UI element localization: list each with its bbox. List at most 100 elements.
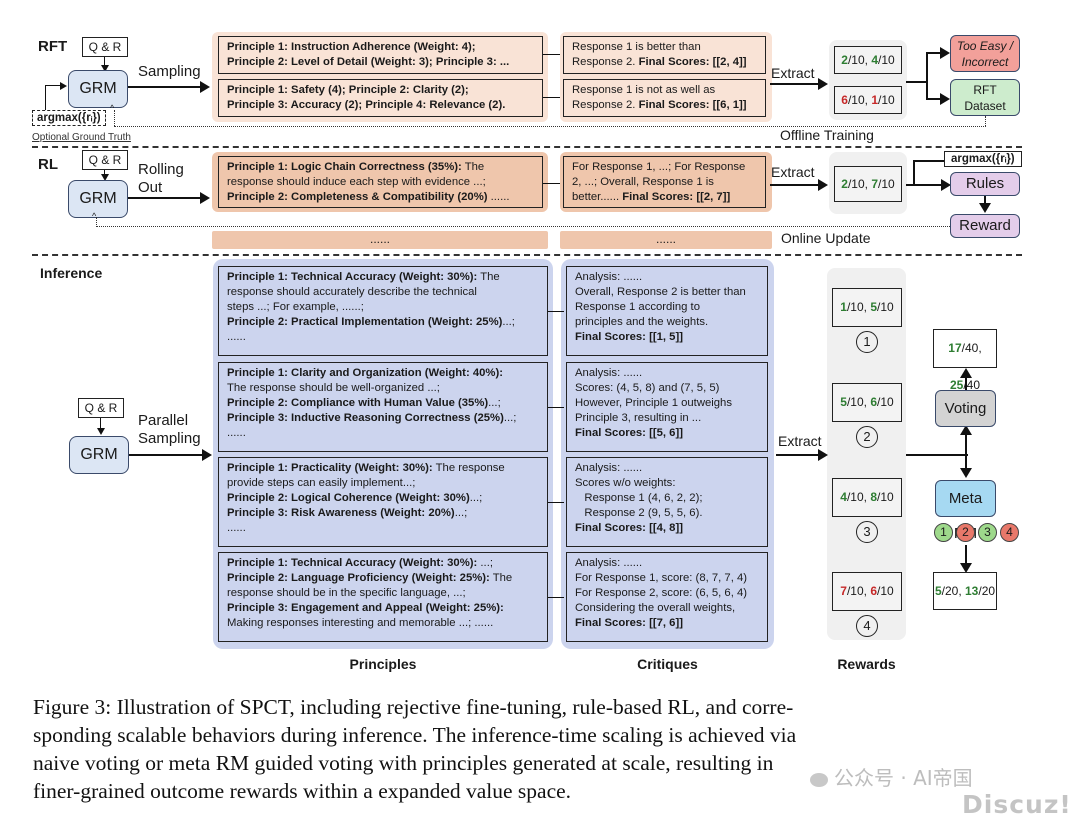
principle-text: provide steps can easily implement...; bbox=[227, 477, 416, 489]
too-easy-incorrect-box: Too Easy / Incorrect bbox=[950, 35, 1020, 72]
principle-text: The response bbox=[432, 462, 505, 474]
optional-ground-truth-label: Optional Ground Truth bbox=[32, 132, 131, 143]
arrow-down-icon bbox=[101, 174, 109, 181]
rolling-text: Rolling bbox=[138, 161, 184, 178]
critique-line: Response 2. Final Scores: [[2, 4]] bbox=[572, 55, 757, 70]
rft-principle-box-2: Principle 1: Safety (4); Principle 2: Cl… bbox=[218, 79, 543, 117]
score-den: /10 bbox=[847, 177, 865, 191]
critique-text: For Response 2, score: (6, 5, 6, 4) bbox=[575, 587, 748, 599]
principle-line: Principle 2: Compliance with Human Value… bbox=[227, 396, 539, 411]
arrow-right-icon bbox=[200, 192, 210, 204]
principle-text: The bbox=[477, 271, 500, 283]
rft-argmax-box: argmax({rᵢ}) bbox=[32, 110, 106, 126]
rules-to-reward-line bbox=[984, 196, 986, 205]
metarm-to-result-line bbox=[965, 545, 967, 565]
critique-text: Response 2 (9, 5, 5, 6). bbox=[575, 507, 703, 519]
caret-up-icon: ^ bbox=[110, 103, 115, 113]
score-den: /10 bbox=[847, 53, 865, 67]
critique-line: better...... Final Scores: [[2, 7]] bbox=[572, 190, 757, 205]
arrow-down-icon bbox=[960, 563, 972, 573]
offline-dotted-line-v bbox=[985, 116, 986, 126]
inf-qr-connector bbox=[100, 418, 101, 428]
principle-bold: Principle 3: Engagement and Appeal (Weig… bbox=[227, 602, 504, 614]
critique-text: Response 2. bbox=[572, 99, 639, 111]
critique-line: Principle 3, resulting in ... bbox=[575, 411, 759, 426]
rl-more-critiques: ...... bbox=[560, 231, 772, 249]
column-label-critiques: Critiques bbox=[637, 656, 698, 672]
arrow-right-icon bbox=[200, 81, 210, 93]
principle-line: ...... bbox=[227, 426, 539, 441]
critique-text: For Response 1, score: (8, 7, 7, 4) bbox=[575, 572, 748, 584]
score-a: 17 bbox=[948, 341, 962, 355]
caret-up-icon: ^ bbox=[92, 211, 97, 221]
principle-text: ...; bbox=[502, 316, 515, 328]
principle-line: ...... bbox=[227, 330, 539, 345]
principle-bold: Principle 1: Technical Accuracy (Weight:… bbox=[227, 557, 478, 569]
connector-line bbox=[548, 597, 564, 598]
critique-line: Analysis: ...... bbox=[575, 270, 759, 285]
caption-line: naive voting or meta RM guided voting wi… bbox=[33, 751, 774, 775]
score-den: /10 bbox=[846, 490, 864, 504]
rft-principle-box-1: Principle 1: Instruction Adherence (Weig… bbox=[218, 36, 543, 74]
section-label-inference: Inference bbox=[40, 265, 103, 281]
connector-line bbox=[543, 97, 563, 98]
critique-text: Scores w/o weights: bbox=[575, 477, 676, 489]
rft-grm-box: GRM bbox=[68, 70, 128, 108]
critique-line: Final Scores: [[4, 8]] bbox=[575, 521, 759, 536]
branch-line bbox=[926, 52, 942, 54]
critique-line: Analysis: ...... bbox=[575, 556, 759, 571]
arrow-right-icon bbox=[940, 47, 950, 59]
rft-feedback-line-h bbox=[45, 85, 61, 86]
voting-to-result-line bbox=[965, 376, 967, 391]
online-update-label: Online Update bbox=[781, 230, 871, 246]
principle-text: ...... bbox=[487, 191, 510, 203]
critique-line: Considering the overall weights, bbox=[575, 601, 759, 616]
critique-line: principles and the weights. bbox=[575, 315, 759, 330]
online-dotted-line bbox=[96, 226, 950, 227]
principle-bold: Principle 2: Completeness & Compatibilit… bbox=[227, 191, 488, 203]
selected-sample-icon: 1 bbox=[934, 523, 953, 542]
score-b: 6 bbox=[870, 584, 878, 598]
rl-to-rules-line bbox=[906, 184, 946, 186]
inf-sampling-arrow bbox=[129, 454, 206, 456]
principle-text: Making responses interesting and memorab… bbox=[227, 617, 494, 629]
rft-qr-box: Q & R bbox=[82, 37, 128, 57]
sample-number-icon: 2 bbox=[856, 426, 878, 448]
rl-extract-arrow bbox=[770, 184, 822, 186]
rft-dataset-box: RFT Dataset bbox=[950, 79, 1020, 116]
branch-line-v bbox=[926, 52, 928, 100]
final-scores: Final Scores: [[5, 6]] bbox=[575, 427, 683, 439]
critique-text: However, Principle 1 outweighs bbox=[575, 397, 732, 409]
rl-principle-box: Principle 1: Logic Chain Correctness (35… bbox=[218, 156, 543, 208]
score-den: /10 bbox=[878, 53, 895, 67]
rft-extract-label: Extract bbox=[771, 65, 815, 81]
online-dotted-line-v bbox=[96, 217, 97, 227]
selected-sample-icon: 3 bbox=[978, 523, 997, 542]
branch-line bbox=[926, 98, 942, 100]
principle-line: steps ...; For example, ......; bbox=[227, 300, 539, 315]
principle-text: response should accurately describe the … bbox=[227, 286, 477, 298]
principle-text: ...; bbox=[454, 507, 468, 519]
critique-line: Analysis: ...... bbox=[575, 461, 759, 476]
score-den: /10 bbox=[878, 93, 895, 107]
rl-qr-box: Q & R bbox=[82, 150, 128, 170]
rft-dataset-label: RFT bbox=[973, 83, 997, 97]
score-b: 1 bbox=[871, 93, 879, 107]
critique-line: Response 1 is not as well as bbox=[572, 84, 716, 96]
score-a: 5 bbox=[840, 395, 847, 409]
rl-critique-box: For Response 1, ...; For Response 2, ...… bbox=[563, 156, 766, 208]
voting-result: 17/40, 25/40 bbox=[933, 329, 997, 392]
critique-line: Response 1 (4, 6, 2, 2); bbox=[575, 491, 759, 506]
offline-training-label: Offline Training bbox=[780, 127, 874, 143]
critique-text: Principle 3, resulting in ... bbox=[575, 412, 702, 424]
meta-rm-result: 5/20, 13/20 bbox=[933, 572, 997, 610]
principle-line: Principle 1: Safety (4); Principle 2: Cl… bbox=[227, 84, 469, 96]
critique-line: For Response 1, ...; For Response bbox=[572, 161, 746, 173]
rft-critique-box-2: Response 1 is not as well as Response 2.… bbox=[563, 79, 766, 117]
figure-caption: Figure 3: Illustration of SPCT, includin… bbox=[33, 693, 1053, 805]
principle-bold: Principle 2: Language Proficiency (Weigh… bbox=[227, 572, 490, 584]
final-scores: Final Scores: [[2, 4]] bbox=[638, 56, 747, 68]
critique-text: Scores: (4, 5, 8) and (7, 5, 5) bbox=[575, 382, 720, 394]
section-label-rl: RL bbox=[38, 156, 58, 173]
